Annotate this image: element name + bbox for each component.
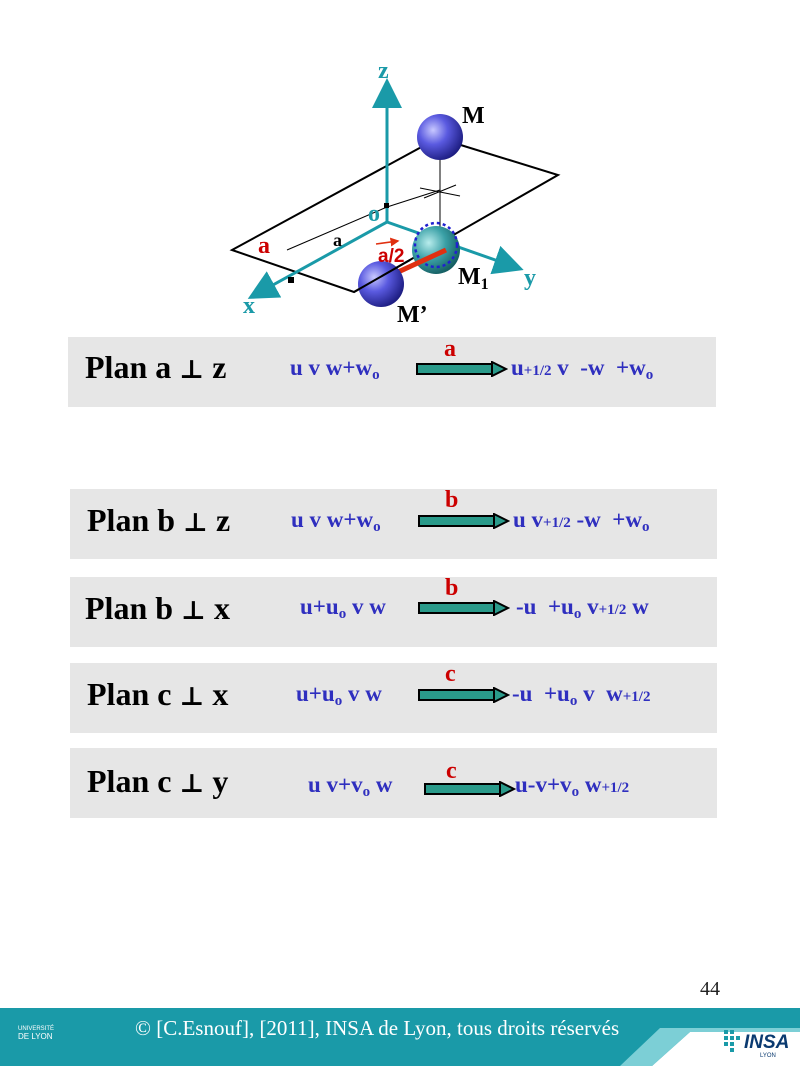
operation-letter: c [446,758,457,784]
arrow-icon [418,600,510,616]
arrow-icon [416,361,508,377]
row-plan-c-y [70,748,717,818]
formula-before: u+uo v w [300,594,386,622]
formula-after: u v+1/2 -w +wo [513,507,650,535]
insa-logo-text: INSA [744,1032,790,1053]
half-a-label: a/2 [378,246,404,267]
plan-label: Plan b ⊥ x [85,590,230,626]
formula-after: u+1/2 v -w +wo [511,355,654,383]
plan-label: Plan b ⊥ z [87,502,231,538]
row-plan-c-x [70,663,717,733]
row-plan-a-z [68,337,716,407]
z-axis-label: z [378,58,389,84]
arrow-icon [418,687,510,703]
atom-m [417,114,463,160]
mirror-plane-diagram: z y x o M M1 M’ a a a/2 [229,58,561,328]
operation-letter: c [445,661,456,687]
operation-letter: b [445,575,459,601]
atom-m1-label: M1 [458,264,489,293]
arrow-icon [418,513,510,529]
plan-label: Plan c ⊥ x [87,676,229,712]
plan-label: Plan c ⊥ y [87,763,229,799]
x-axis [247,220,388,299]
page-number: 44 [700,978,720,1000]
formula-after: -u +uo v w+1/2 [512,681,651,709]
operation-letter: b [445,487,459,513]
atom-mprime [358,261,404,307]
insa-logo-subtext: LYON [760,1053,776,1059]
row-plan-b-x [70,577,717,647]
insa-logo-icon [724,1030,740,1052]
lattice-a-red: a [258,233,270,259]
university-logo: UNIVERSITÉ DE LYON [18,1026,55,1041]
atom-mprime-label: M’ [397,302,428,328]
y-axis-label: y [524,265,536,291]
lattice-a-black: a [333,230,342,250]
formula-after: -u +uo v+1/2 w [516,594,649,622]
x-axis-label: x [243,293,255,319]
copyright-text: © [C.Esnouf], [2011], INSA de Lyon, tous… [135,1016,620,1040]
plan-label: Plan a ⊥ z [85,349,227,385]
origin-label: o [368,201,380,227]
formula-before: u v w+wo [291,507,381,535]
mirror-plane [229,136,561,294]
formula-before: u v+vo w [308,772,393,800]
formula-after: u-v+vo w+1/2 [515,772,630,800]
ghost-atom [413,221,459,269]
formula-before: u+uo v w [296,681,382,709]
row-plan-b-z [70,489,717,559]
footer-white-panel [620,1028,800,1066]
arrow-icon [424,781,516,797]
operation-letter: a [444,336,456,362]
formula-before: u v w+wo [290,355,380,383]
atom-m-label: M [462,103,485,129]
